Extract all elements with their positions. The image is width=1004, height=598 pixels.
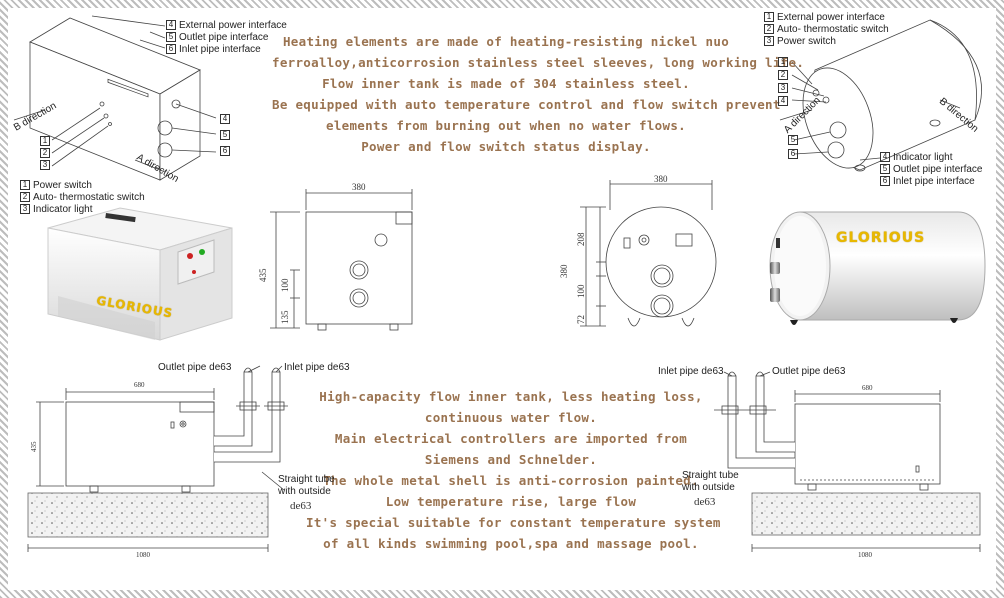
- inlet-pipe-label-right: Inlet pipe de63: [658, 366, 724, 377]
- install-left-drawing: [27, 365, 288, 552]
- features-top-text: Heating elements are made of heating-res…: [272, 31, 805, 157]
- legend-number: 4: [880, 152, 890, 163]
- callout-number: 6: [788, 149, 798, 160]
- legend-number: 3: [764, 36, 774, 47]
- straight-tube-label-left: Straight tube: [278, 474, 335, 485]
- outlet-pipe-label-left: Outlet pipe de63: [158, 362, 232, 373]
- legend-number: 5: [880, 164, 890, 175]
- legend-number: 6: [880, 176, 890, 187]
- feature-line: continuous water flow.: [424, 410, 598, 425]
- cylinder-isometric-drawing: [779, 19, 982, 172]
- dim-install-right-base: 1080: [858, 551, 872, 559]
- callouts-cylinder-lower: 5 6: [788, 134, 801, 162]
- legend-text: Power switch: [33, 180, 92, 191]
- callout-number: 5: [788, 135, 798, 146]
- callout-number: 2: [40, 148, 50, 159]
- callout-number: 4: [220, 114, 230, 125]
- legend-text: Indicator light: [893, 152, 953, 163]
- legend-number: 2: [20, 192, 30, 203]
- callout-number: 1: [40, 136, 50, 147]
- legend-number: 6: [166, 44, 176, 55]
- feature-line: It's special suitable for constant tempe…: [306, 515, 721, 530]
- feature-line: of all kinds swimming pool,spa and massa…: [323, 536, 699, 551]
- feature-line: Main electrical controllers are imported…: [334, 431, 688, 446]
- feature-line: elements from burning out when no water …: [326, 118, 686, 133]
- legend-text: Auto- thermostatic switch: [777, 24, 889, 35]
- callout-number: 6: [220, 146, 230, 157]
- dim-cyl-d3: 72: [576, 315, 586, 324]
- callout-number: 2: [778, 70, 788, 81]
- legend-text: Power switch: [777, 36, 836, 47]
- with-outside-label-left: with outside: [278, 486, 331, 497]
- legend-text: Inlet pipe interface: [179, 44, 261, 55]
- outlet-pipe-label-right: Outlet pipe de63: [772, 366, 846, 377]
- dim-cyl-height: 380: [559, 264, 569, 279]
- legend-text: External power interface: [777, 12, 885, 23]
- legend-number: 3: [20, 204, 30, 215]
- cylinder-product-photo: [769, 211, 986, 325]
- legend-number: 1: [764, 12, 774, 23]
- feature-line: Low temperature rise, large flow: [385, 494, 637, 509]
- legend-text: Indicator light: [33, 204, 93, 215]
- callouts-right-box: 4 5 6: [220, 112, 233, 160]
- callouts-left-box: 1 2 3: [40, 136, 53, 172]
- inlet-pipe-label-left: Inlet pipe de63: [284, 362, 350, 373]
- feature-line: Heating elements are made of heating-res…: [282, 34, 730, 49]
- callout-number: 3: [40, 160, 50, 171]
- legend-text: Outlet pipe interface: [893, 164, 983, 175]
- callout-number: 4: [778, 96, 788, 107]
- legend-number: 2: [764, 24, 774, 35]
- dim-install-right-top: 680: [862, 384, 873, 392]
- feature-line: High-capacity flow inner tank, less heat…: [319, 389, 703, 404]
- de63-label-right: de63: [694, 496, 716, 508]
- callout-number: 1: [778, 57, 788, 68]
- dim-cyl-d1: 208: [576, 232, 586, 247]
- de63-label-left: de63: [290, 500, 312, 512]
- dim-cyl-d2: 100: [576, 284, 586, 299]
- legend-text: Inlet pipe interface: [893, 176, 975, 187]
- dim-install-left-top: 680: [134, 381, 145, 389]
- legend-number: 4: [166, 20, 176, 31]
- callout-number: 3: [778, 83, 788, 94]
- features-bottom-text: High-capacity flow inner tank, less heat…: [306, 386, 721, 554]
- legend-text: External power interface: [179, 20, 287, 31]
- legend-text: Auto- thermostatic switch: [33, 192, 145, 203]
- legend-text: Outlet pipe interface: [179, 32, 269, 43]
- dim-box-d1: 100: [280, 278, 290, 293]
- legend-number: 1: [20, 180, 30, 191]
- feature-line: Siemens and Schnelder.: [424, 452, 598, 467]
- dim-box-height: 435: [258, 268, 268, 283]
- box-product-photo: [47, 207, 233, 341]
- dim-box-d2: 135: [280, 310, 290, 325]
- dim-box-width: 380: [352, 182, 366, 192]
- legend-number: 5: [166, 32, 176, 43]
- callout-number: 5: [220, 130, 230, 141]
- feature-line: Power and flow switch status display.: [361, 139, 651, 154]
- brand-logo-cylinder: GLORIOUS: [836, 230, 926, 246]
- feature-line: The whole metal shell is anti-corrosion …: [323, 473, 699, 488]
- with-outside-label-right: with outside: [682, 482, 735, 493]
- callouts-cylinder-upper: 1 2 3 4: [778, 56, 791, 108]
- feature-line: Flow inner tank is made of 304 stainless…: [322, 76, 690, 91]
- cylinder-front-elevation: [580, 180, 717, 327]
- straight-tube-label-right: Straight tube: [682, 470, 739, 481]
- dim-install-left-base: 1080: [136, 551, 150, 559]
- feature-line: Be equipped with auto temperature contro…: [272, 97, 781, 112]
- dim-install-left-side: 435: [30, 441, 38, 453]
- install-right-drawing: [714, 371, 981, 552]
- box-front-elevation: [270, 189, 413, 331]
- box-isometric-drawing: [13, 15, 217, 181]
- dim-cyl-width: 380: [654, 174, 668, 184]
- feature-line: ferroalloy,anticorrosion stainless steel…: [272, 55, 805, 70]
